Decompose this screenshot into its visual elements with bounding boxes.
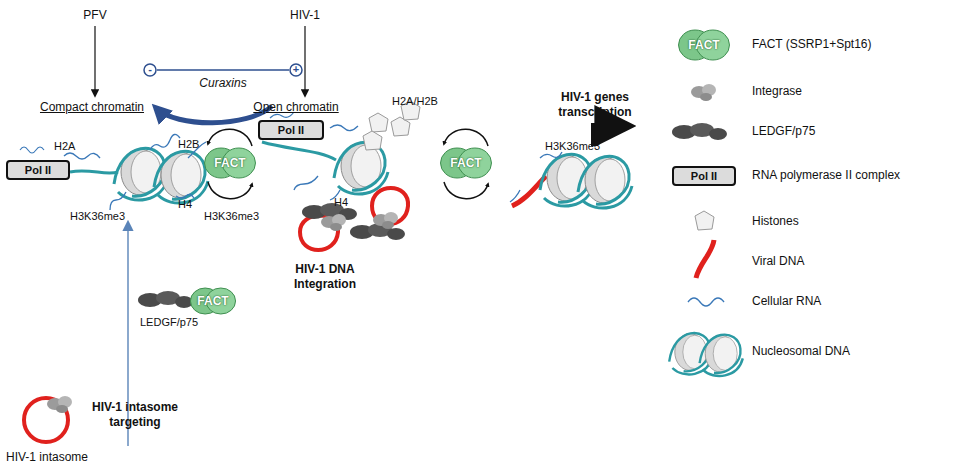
charge-circle	[144, 64, 156, 76]
node-text: +	[293, 64, 299, 75]
legend-text: Nucleosomal DNA	[752, 344, 850, 358]
histone-mark: H3K36me3	[70, 210, 125, 224]
curaxin-axis	[157, 69, 289, 71]
pol-ii-rect	[673, 167, 735, 185]
fact-complex: FACT	[204, 147, 256, 179]
curaxin-minus: -	[143, 63, 157, 77]
node-text: Pol II	[691, 171, 717, 182]
curaxin-plus: +	[289, 63, 303, 77]
protein-label: LEDGF/p75	[140, 316, 198, 330]
legend-text: Cellular RNA	[752, 294, 821, 308]
legend-pol-ii-sample: Pol II	[672, 166, 736, 186]
process-label: HIV-1 genes transcription	[540, 90, 650, 120]
legend-text: FACT (SSRP1+Spt16)	[752, 37, 872, 51]
node-text: Pol II	[278, 125, 304, 136]
state-label: Open chromatin	[253, 100, 338, 115]
node-text: FACT	[688, 39, 719, 51]
legend-text: Integrase	[752, 84, 802, 98]
virus-name: PFV	[83, 8, 106, 23]
fact-complex: FACT	[190, 287, 236, 315]
legend-text: LEDGF/p75	[752, 124, 815, 138]
histone-label: H4	[334, 196, 348, 210]
histone-label: H4	[178, 198, 192, 212]
node-text: -	[148, 64, 152, 75]
legend-fact-sample: FACT	[678, 29, 730, 61]
node-text: FACT	[214, 157, 245, 169]
virus-name: HIV-1	[290, 8, 320, 23]
state-label: Compact chromatin	[40, 100, 144, 115]
pol-ii-box: Pol II	[6, 160, 70, 180]
histone-label: H2A	[54, 140, 75, 154]
histone-label: H2B	[178, 138, 199, 152]
process-label: HIV-1 intasome targeting	[80, 400, 190, 430]
legend-text: RNA polymerase II complex	[752, 168, 900, 182]
histone-mark: H3K36me3	[545, 140, 600, 154]
process-label: HIV-1 DNA Integration	[280, 262, 370, 292]
node-text: FACT	[450, 157, 481, 169]
fact-complex: FACT	[440, 147, 492, 179]
legend-text: Histones	[752, 214, 799, 228]
component-label: HIV-1 intasome	[6, 450, 88, 464]
histone-mark: H3K36me3	[204, 210, 259, 224]
legend-text: Viral DNA	[752, 254, 804, 268]
pol-ii-box: Pol II	[258, 120, 324, 140]
histone-label: H2A/H2B	[392, 95, 438, 109]
pol-ii-rect	[259, 121, 323, 139]
node-text: FACT	[197, 295, 228, 307]
pol-ii-rect	[7, 161, 69, 179]
charge-circle	[290, 64, 302, 76]
node-text: Pol II	[25, 165, 51, 176]
edge-label: Curaxins	[199, 76, 246, 91]
